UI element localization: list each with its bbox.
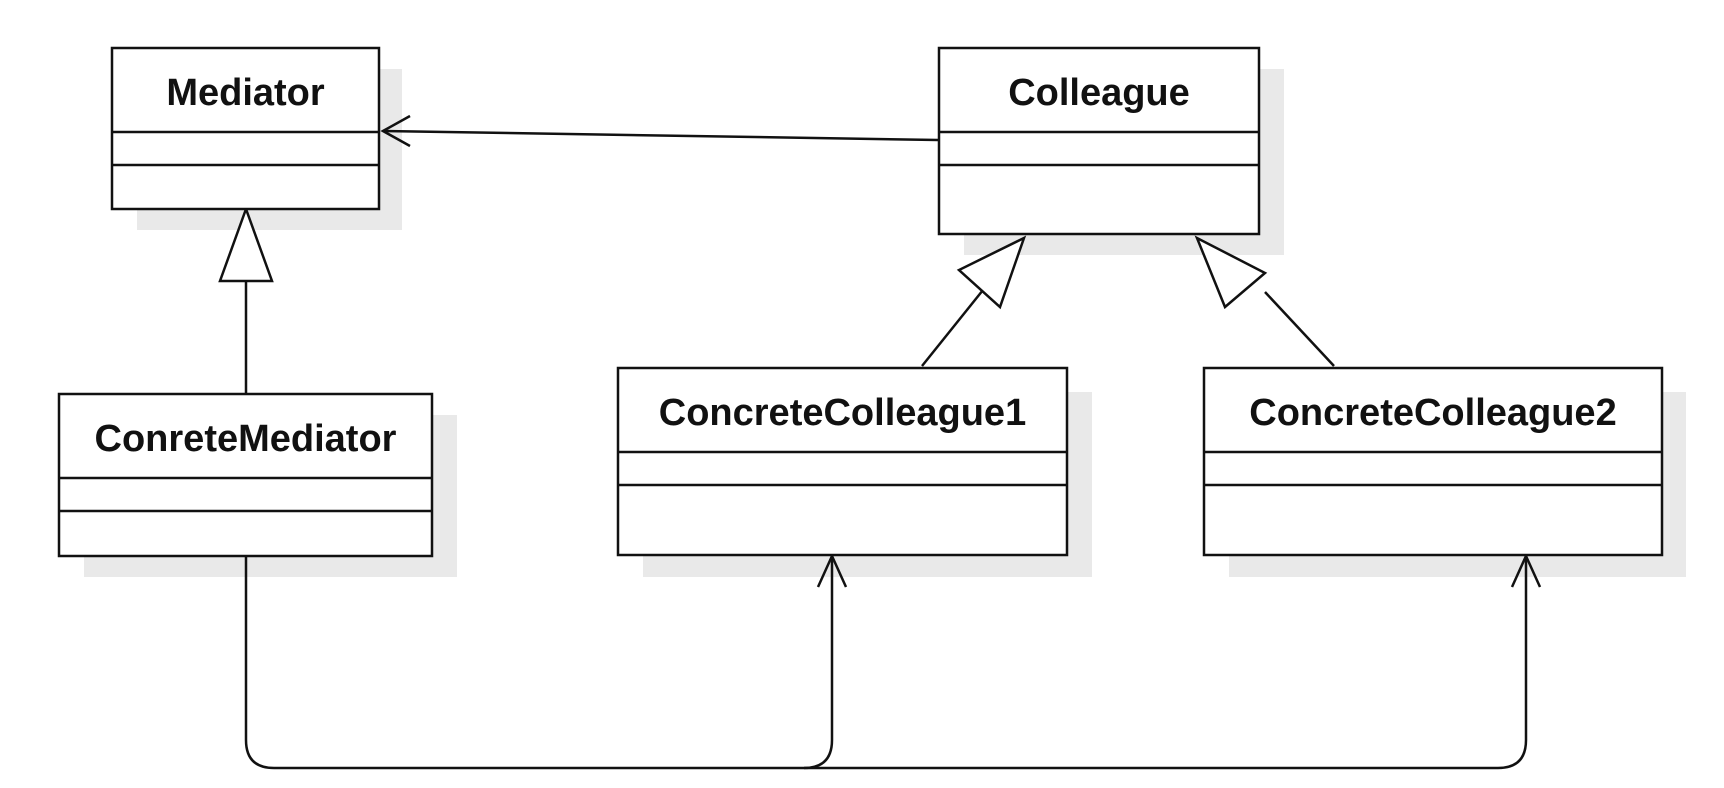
- mediator-class: Mediator: [110, 46, 381, 211]
- colleague-class-name: Colleague: [1008, 72, 1190, 114]
- colleague-generalization-arrowhead-left: [956, 235, 1027, 310]
- concrete-mediator-class: ConreteMediator: [57, 392, 434, 558]
- concrete-colleague2-generalization-line: [1264, 291, 1335, 367]
- colleague-generalization-arrowhead-right: [1194, 235, 1268, 310]
- concrete-colleague1-class-name: ConcreteColleague1: [659, 392, 1026, 434]
- colleague-class: Colleague: [937, 46, 1261, 236]
- concrete-mediator-box: [57, 392, 434, 558]
- mediator-class-name: Mediator: [166, 72, 325, 114]
- concrete-colleague1-box: [616, 366, 1069, 557]
- concrete-colleague2-class: ConcreteColleague2: [1202, 366, 1664, 557]
- concrete-mediator-to-concrete-colleague2-association: [804, 556, 1528, 770]
- concrete-colleague1-generalization-line: [921, 289, 984, 367]
- concrete-colleague2-class-name: ConcreteColleague2: [1249, 392, 1616, 434]
- colleague-to-mediator-association: [382, 129, 939, 142]
- concrete-mediator-class-name: ConreteMediator: [95, 418, 397, 460]
- mediator-box: [110, 46, 381, 211]
- concrete-colleague2-box: [1202, 366, 1664, 557]
- mediator-generalization-arrowhead: [218, 205, 274, 283]
- association-arrowhead-mediator: [380, 114, 411, 148]
- colleague-box: [937, 46, 1261, 236]
- concrete-colleague1-class: ConcreteColleague1: [616, 366, 1069, 557]
- concrete-mediator-to-concrete-colleague1-association: [244, 556, 834, 770]
